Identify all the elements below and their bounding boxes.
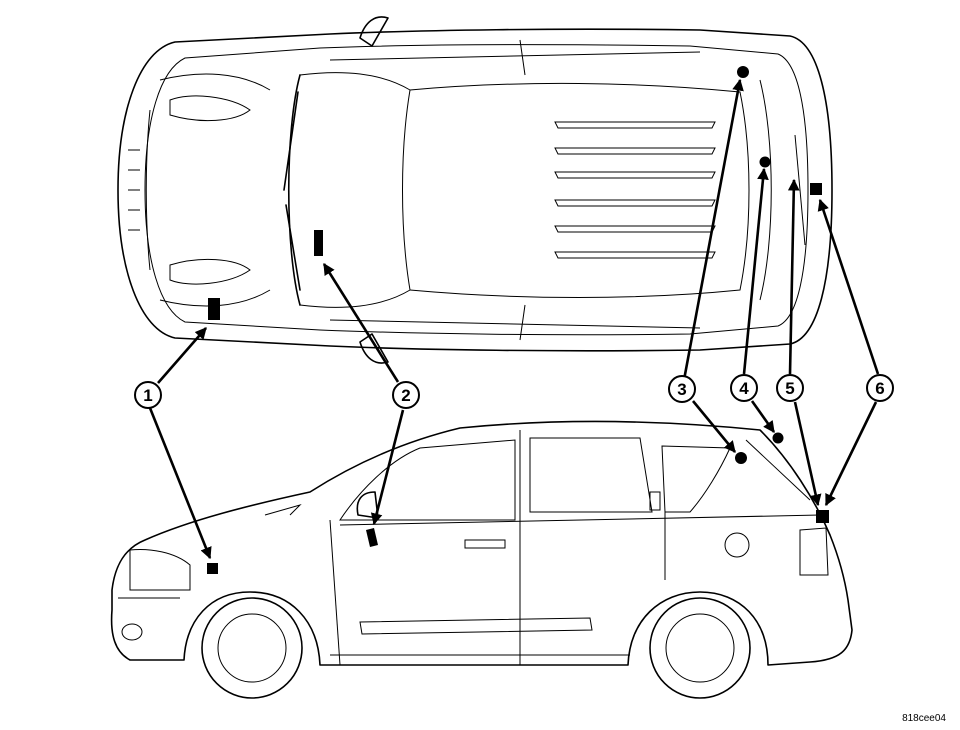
callout-4-label: 4 bbox=[739, 379, 749, 398]
callout-3-label: 3 bbox=[677, 380, 686, 399]
callout-6: 6 bbox=[866, 374, 894, 402]
vehicle-side-view bbox=[110, 420, 853, 699]
marker-56-side bbox=[816, 510, 829, 523]
marker-2-side bbox=[366, 528, 378, 547]
callout-2-label: 2 bbox=[401, 386, 410, 405]
marker-3-top bbox=[737, 66, 749, 78]
marker-1-top bbox=[208, 298, 220, 320]
callout-1-label: 1 bbox=[143, 386, 152, 405]
figure-reference-code: 818cee04 bbox=[902, 713, 946, 724]
marker-6-top bbox=[810, 183, 822, 195]
marker-1-side bbox=[207, 563, 218, 574]
callout-5-label: 5 bbox=[785, 379, 794, 398]
callout-3: 3 bbox=[668, 375, 696, 403]
callout-4: 4 bbox=[730, 374, 758, 402]
marker-4-top bbox=[759, 156, 771, 168]
callout-1: 1 bbox=[134, 381, 162, 409]
callout-6-label: 6 bbox=[875, 379, 884, 398]
leader-lines bbox=[148, 78, 880, 560]
marker-2-top bbox=[314, 230, 323, 256]
marker-3-side bbox=[735, 452, 747, 464]
callout-5: 5 bbox=[776, 374, 804, 402]
callout-2: 2 bbox=[392, 381, 420, 409]
marker-4-side bbox=[772, 432, 784, 444]
vehicle-top-view bbox=[117, 16, 833, 364]
